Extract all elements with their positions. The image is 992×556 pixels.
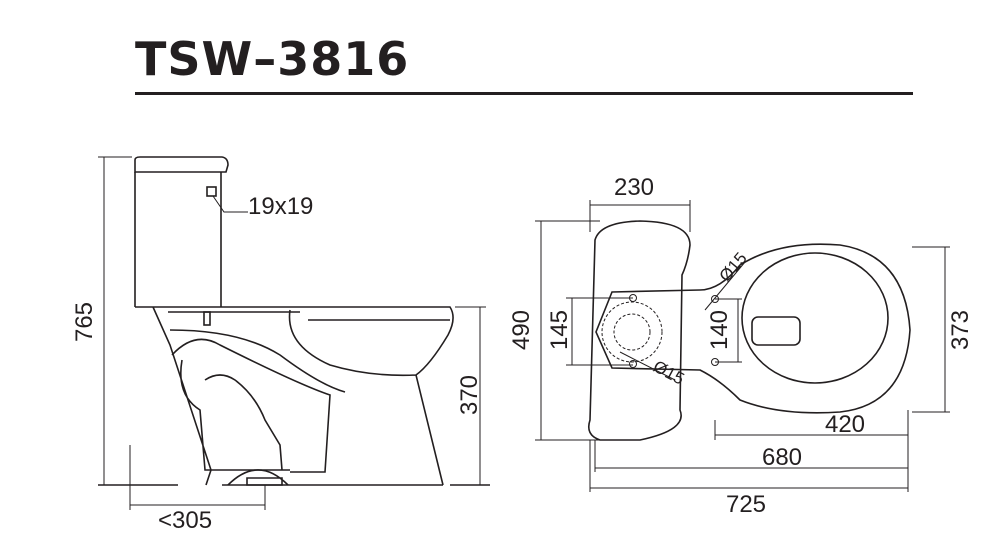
flush-button <box>206 186 217 197</box>
bowl-length-420-label: 420 <box>825 411 865 438</box>
dim-490-line <box>535 220 600 441</box>
dim-725-line <box>589 440 908 492</box>
water-spot <box>751 316 801 346</box>
tank-width-230-label: 230 <box>614 174 654 201</box>
hole-dia-leader-1 <box>704 261 746 311</box>
seat-height-370-label: 370 <box>456 375 483 415</box>
hole-dia-label-1: Ø15 <box>716 249 751 286</box>
outlet-circle-outer <box>601 301 663 363</box>
dim-373-line <box>912 246 950 413</box>
tank-top-outline <box>587 220 691 441</box>
tank-lid <box>134 156 229 173</box>
dim-680-line <box>594 440 908 472</box>
height-765-label: 765 <box>71 302 98 342</box>
body-top-outline <box>595 243 911 414</box>
total-length-725-label: 725 <box>726 491 766 518</box>
dim-230-line <box>589 200 691 232</box>
length-680-label: 680 <box>762 444 802 471</box>
dim-370-line <box>455 306 486 485</box>
bolt-spacing-145-label: 145 <box>546 310 573 350</box>
outlet-flange <box>227 469 289 486</box>
outlet-circle-inner <box>613 313 651 351</box>
rough-in-305-label: <305 <box>158 507 212 534</box>
hole-dia-label-2: Ø15 <box>650 357 687 389</box>
button-leader <box>212 195 248 213</box>
dim-420-line <box>714 410 909 492</box>
model-title: TSW–3816 <box>135 32 410 86</box>
top-view: Ø15 Ø15 230 490 145 140 373 420 680 725 <box>508 174 974 518</box>
dim-305-line <box>129 445 266 510</box>
tank-body <box>134 172 222 307</box>
button-size-label: 19x19 <box>248 193 313 220</box>
bowl-width-373-label: 373 <box>947 310 974 350</box>
hole-dia-leader-2 <box>619 351 676 381</box>
tank-depth-490-label: 490 <box>508 310 535 350</box>
dim-145-line <box>566 297 633 366</box>
bolt-spacing-140-label: 140 <box>706 310 733 350</box>
title-underline <box>135 92 913 95</box>
side-view: 19x19 765 370 <305 <box>71 156 490 534</box>
overflow-tube <box>203 311 211 326</box>
dim-140-line <box>715 298 742 363</box>
bowl-outline <box>135 306 454 486</box>
dim-765-line <box>98 156 132 485</box>
bowl-opening <box>741 252 889 384</box>
